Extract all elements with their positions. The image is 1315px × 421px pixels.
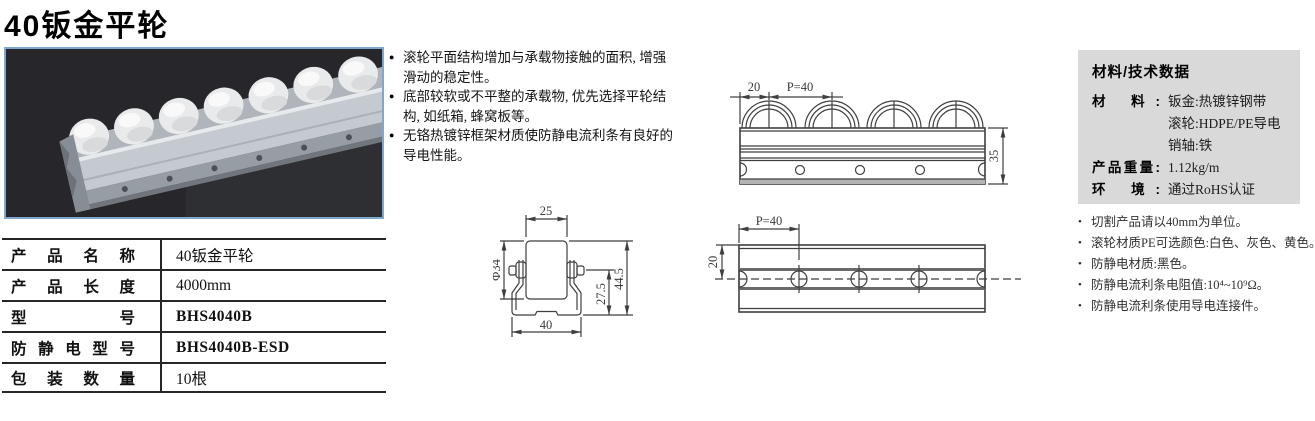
feature-text: 滚轮平面结构增加与承载物接触的面积, 增强滑动的稳定性。 [403, 50, 667, 85]
table-row: 包 装 数 量 10根 [2, 362, 386, 393]
spec-label: 防静电型号 [2, 333, 162, 362]
dimension-label: 35 [987, 150, 1001, 163]
environment-label: 环 境: [1092, 182, 1160, 197]
page-title: 40钣金平轮 [4, 10, 170, 43]
feature-item: ● 底部较软或不平整的承载物, 优先选择平轮结构, 如纸箱, 蜂窝板等。 [389, 87, 675, 126]
material-value: 滚轮:HDPE/PE导电 [1168, 116, 1281, 131]
bullet-icon: • [1078, 258, 1082, 270]
spec-label: 产 品 长 度 [2, 271, 162, 300]
feature-item: ● 滚轮平面结构增加与承载物接触的面积, 增强滑动的稳定性。 [389, 48, 675, 87]
feature-list: ● 滚轮平面结构增加与承载物接触的面积, 增强滑动的稳定性。 ● 底部较软或不平… [389, 48, 675, 165]
dimension-label: 20 [748, 80, 761, 94]
material-label: 材 料: [1092, 94, 1160, 109]
technical-drawing-side-view: 20 P=40 35 [730, 80, 1008, 185]
note-item: • 防静电流利条电阻值:10⁴~10⁹Ω。 [1078, 275, 1315, 296]
material-value: 钣金:热镀锌钢带 [1168, 94, 1267, 109]
note-text: 防静电材质:黑色。 [1091, 257, 1195, 271]
weight-row: 产品重量: 1.12kg/m [1092, 157, 1290, 179]
note-text: 切割产品请以40mm为单位。 [1091, 215, 1248, 229]
dimension-label: 20 [706, 256, 720, 269]
environment-row: 环 境: 通过RoHS认证 [1092, 179, 1290, 201]
technical-drawing-cross-section: 25 Φ34 27.5 44.5 40 [493, 204, 633, 337]
note-item: • 切割产品请以40mm为单位。 [1078, 212, 1315, 233]
spec-label: 包 装 数 量 [2, 364, 162, 391]
table-row: 防静电型号 BHS4040B-ESD [2, 331, 386, 362]
note-text: 防静电流利条使用导电连接件。 [1091, 299, 1267, 313]
environment-value: 通过RoHS认证 [1168, 182, 1256, 197]
material-row: 材 料: 钣金:热镀锌钢带 滚轮:HDPE/PE导电 销轴:铁 [1092, 91, 1290, 157]
feature-item: ● 无铬热镀锌框架材质使防静电流利条有良好的导电性能。 [389, 126, 675, 165]
bullet-icon: • [1078, 216, 1082, 228]
feature-text: 无铬热镀锌框架材质使防静电流利条有良好的导电性能。 [403, 128, 673, 163]
table-row: 产 品 名 称 40钣金平轮 [2, 238, 386, 269]
bullet-icon: ● [389, 91, 395, 101]
spec-value: BHS4040B [176, 307, 253, 325]
spec-value: 40钣金平轮 [176, 247, 254, 265]
spec-label: 型 号 [2, 302, 162, 331]
spec-value: BHS4040B-ESD [176, 338, 290, 356]
materials-panel-title: 材料/技术数据 [1092, 65, 1191, 81]
bullet-icon: • [1078, 279, 1082, 291]
spec-label: 产 品 名 称 [2, 240, 162, 269]
bullet-icon: • [1078, 300, 1082, 312]
weight-value: 1.12kg/m [1168, 160, 1220, 175]
spec-table: 产 品 名 称 40钣金平轮 产 品 长 度 4000mm 型 号 BHS404… [2, 238, 386, 393]
table-row: 型 号 BHS4040B [2, 300, 386, 331]
weight-label: 产品重量: [1092, 160, 1160, 175]
table-row: 产 品 长 度 4000mm [2, 269, 386, 300]
dimension-label: P=40 [756, 214, 783, 228]
product-image [4, 47, 384, 219]
note-item: • 滚轮材质PE可选颜色:白色、灰色、黄色。 [1078, 233, 1315, 254]
dimension-label: 44.5 [612, 268, 626, 290]
product-image-render [6, 49, 382, 217]
dimension-label: 27.5 [594, 283, 608, 305]
notes-list: • 切割产品请以40mm为单位。 • 滚轮材质PE可选颜色:白色、灰色、黄色。 … [1078, 212, 1315, 317]
note-item: • 防静电材质:黑色。 [1078, 254, 1315, 275]
dimension-label: P=40 [787, 80, 814, 94]
bullet-icon: • [1078, 237, 1082, 249]
note-text: 滚轮材质PE可选颜色:白色、灰色、黄色。 [1091, 236, 1315, 250]
bullet-icon: ● [389, 52, 395, 62]
technical-drawing-top-view: P=40 20 [706, 214, 1021, 313]
note-text: 防静电流利条电阻值:10⁴~10⁹Ω。 [1091, 278, 1270, 292]
spec-value: 4000mm [176, 276, 232, 294]
dimension-label: 40 [540, 318, 553, 332]
bullet-icon: ● [389, 130, 395, 140]
material-value: 销轴:铁 [1168, 138, 1213, 153]
material-values: 钣金:热镀锌钢带 滚轮:HDPE/PE导电 销轴:铁 [1168, 91, 1281, 157]
feature-text: 底部较软或不平整的承载物, 优先选择平轮结构, 如纸箱, 蜂窝板等。 [403, 89, 667, 124]
note-item: • 防静电流利条使用导电连接件。 [1078, 296, 1315, 317]
spec-value: 10根 [176, 370, 208, 388]
materials-panel: 材料/技术数据 材 料: 钣金:热镀锌钢带 滚轮:HDPE/PE导电 销轴:铁 … [1078, 50, 1300, 204]
dimension-label: 25 [540, 204, 553, 218]
dimension-label: Φ34 [493, 258, 503, 280]
